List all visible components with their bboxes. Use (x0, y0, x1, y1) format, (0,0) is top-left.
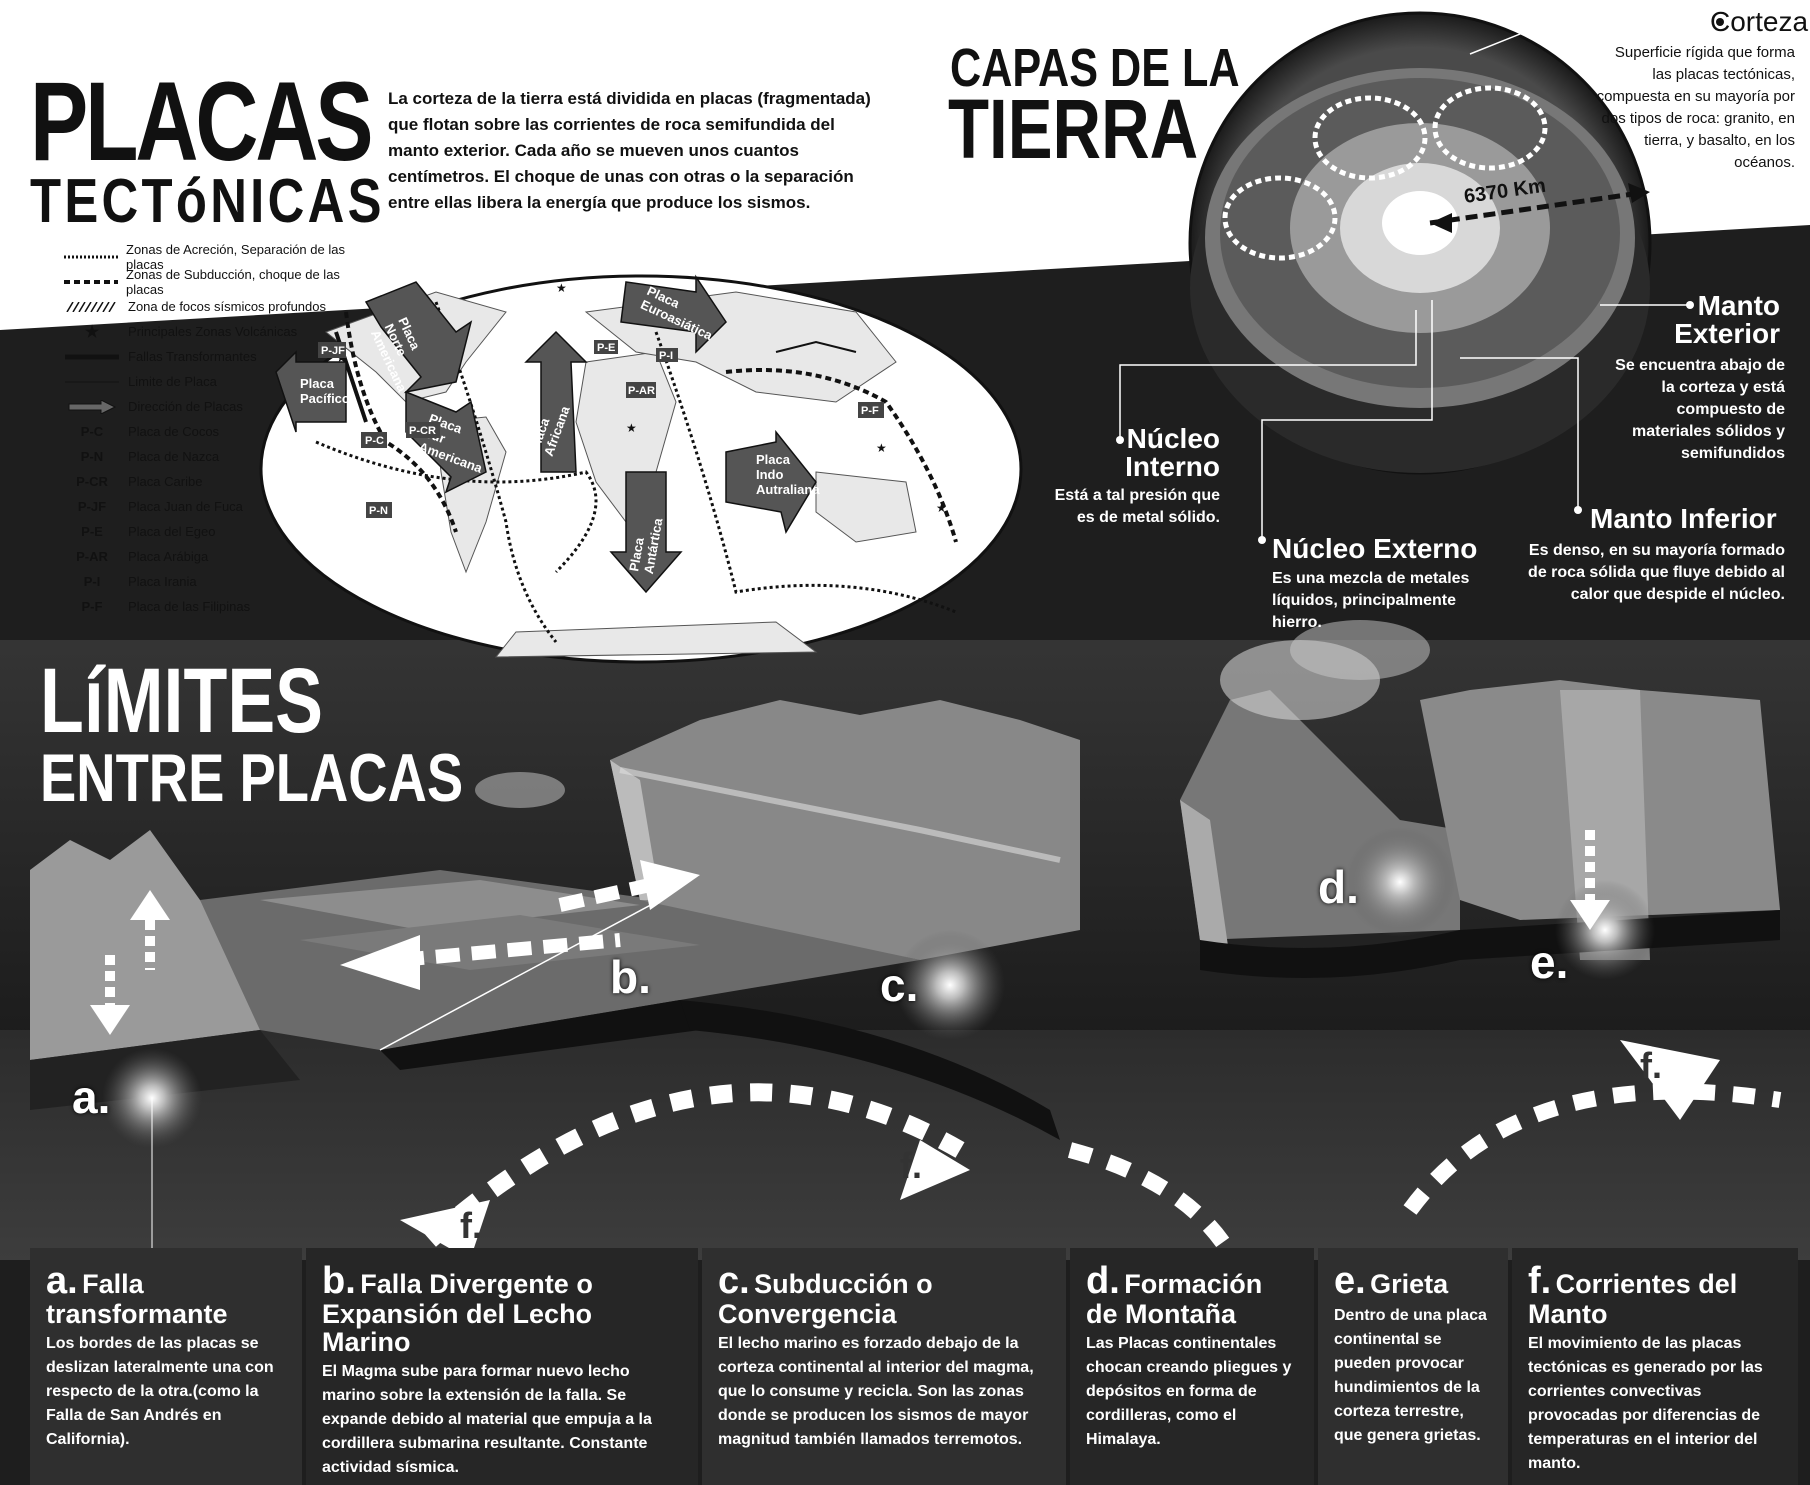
map-legend: Zonas de Acreción, Separación de las pla… (64, 242, 364, 619)
panel-corrientes-manto: f. Corrientes del Manto El movimiento de… (1512, 1248, 1798, 1485)
title-placas: PLACAS (30, 59, 374, 184)
layer-title-nucleo-externo: Núcleo Externo (1272, 533, 1478, 564)
dotted-line-icon (64, 250, 118, 264)
scene-label-f3: f. (460, 1205, 482, 1246)
svg-text:Indo: Indo (756, 467, 783, 482)
svg-text:Placa: Placa (756, 452, 791, 467)
layer-title-manto-inferior: Manto Inferior (1590, 503, 1777, 534)
svg-text:Placa: Placa (300, 376, 335, 391)
scene-label-f1: f. (1640, 1045, 1662, 1086)
svg-text:★: ★ (626, 421, 637, 435)
scene-label-a: a. (72, 1071, 111, 1123)
code-p-c: P-C (365, 435, 384, 447)
panel-grieta: e. Grieta Dentro de una placa continenta… (1318, 1248, 1508, 1485)
thin-line-icon (64, 375, 120, 389)
hatched-icon (64, 300, 120, 314)
legend-row: ★ Principales Zonas Volcánicas (64, 319, 364, 344)
panel-subduccion: c. Subducción o Convergencia El lecho ma… (702, 1248, 1066, 1485)
svg-text:★: ★ (876, 441, 887, 455)
layer-desc-corteza: Superficie rígida que forma las placas t… (1596, 44, 1795, 171)
code-p-cr: P-CR (409, 425, 436, 437)
world-plate-map: ★★★ ★★★ Placa Norte Americana Placa Pací… (259, 274, 1023, 664)
legend-row: Limite de Placa (64, 369, 364, 394)
code-p-e: P-E (597, 342, 615, 354)
legend-row: Dirección de Placas (64, 394, 364, 419)
title-tectonicas: TECTóNICAS (30, 167, 385, 236)
svg-text:Placa: Placa (626, 536, 647, 573)
panel-falla-divergente: b. Falla Divergente o Expansión del Lech… (306, 1248, 698, 1485)
legend-row: Fallas Transformantes (64, 344, 364, 369)
legend-row: Zona de focos sísmicos profundos (64, 294, 364, 319)
scene-label-c: c. (880, 959, 919, 1011)
layer-desc-manto-exterior: Se encuentra abajo de la corteza y está … (1615, 357, 1785, 462)
svg-text:Autraliana: Autraliana (756, 482, 820, 497)
layer-title-nucleo-interno: Núcleo Interno (1125, 423, 1220, 482)
layer-title-corteza: Corteza (1710, 6, 1809, 37)
layer-title-manto-exterior: Manto Exterior (1674, 290, 1780, 349)
svg-text:★: ★ (936, 501, 947, 515)
scene-label-d: d. (1318, 861, 1359, 913)
limits-title-line1: LíMITES (40, 650, 324, 752)
panel-falla-transformante: a. Falla transformante Los bordes de las… (30, 1248, 302, 1485)
thick-line-icon (64, 350, 120, 364)
code-p-f: P-F (861, 405, 879, 417)
code-p-jf: P-JF (321, 345, 345, 357)
layers-title-line2: TIERRA (948, 82, 1199, 176)
svg-text:★: ★ (556, 281, 567, 295)
intro-paragraph: La corteza de la tierra está dividida en… (388, 89, 871, 212)
seismic-focus-d (1345, 827, 1455, 937)
scene-label-f2: f. (900, 1145, 922, 1186)
seismic-focus-c (895, 930, 1005, 1040)
scene-label-b: b. (610, 951, 651, 1003)
plate-label-pacifico: Placa Pacífico (300, 376, 350, 406)
svg-text:Pacífico: Pacífico (300, 391, 350, 406)
layers-title-line1: CAPAS DE LA (950, 38, 1240, 98)
code-p-ar: P-AR (628, 385, 655, 397)
dashed-line-icon (64, 275, 118, 289)
code-p-i: P-I (659, 350, 673, 362)
layer-desc-nucleo-externo: Es una mezcla de metales líquidos, princ… (1272, 570, 1470, 631)
star-icon: ★ (84, 323, 100, 341)
panel-formacion-montana: d. Formación de Montaña Las Placas conti… (1070, 1248, 1314, 1485)
limits-title-line2: ENTRE PLACAS (40, 740, 464, 816)
arrow-icon (64, 399, 120, 414)
layer-desc-manto-inferior: Es denso, en su mayoría formado de roca … (1528, 542, 1785, 603)
plate-label-indo-autraliana: Placa Indo Autraliana (756, 452, 820, 497)
scene-label-e: e. (1530, 936, 1569, 988)
code-p-n: P-N (369, 505, 388, 517)
legend-row: Zonas de Subducción, choque de las placa… (64, 267, 364, 297)
legend-row: Zonas de Acreción, Separación de las pla… (64, 242, 364, 272)
layer-desc-nucleo-interno: Está a tal presión que es de metal sólid… (1054, 487, 1220, 526)
